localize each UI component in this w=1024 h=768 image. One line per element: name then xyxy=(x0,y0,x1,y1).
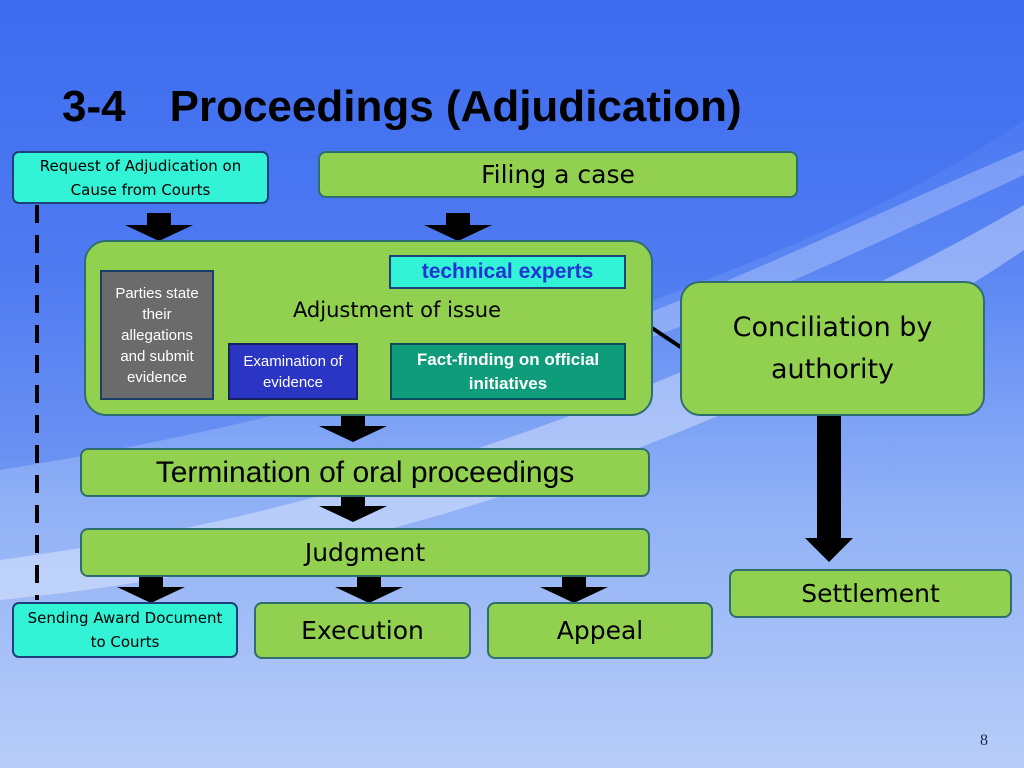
adjustment-of-issue-label: Adjustment of issue xyxy=(292,298,502,322)
examination-label: Examination of evidence xyxy=(243,352,343,391)
fact-finding-box: Fact-finding on official initiatives xyxy=(390,343,626,400)
request-adjudication-box: Request of Adjudication on Cause from Co… xyxy=(12,151,269,204)
adjustment-of-issue-label-wrap: Adjustment of issue xyxy=(262,294,532,326)
arrow-termination-down xyxy=(319,496,387,522)
termination-label: Termination of oral proceedings xyxy=(155,455,575,489)
conciliation-label: Conciliation by authority xyxy=(732,311,933,385)
parties-box: Parties state their allegations and subm… xyxy=(100,270,214,400)
sending-award-box: Sending Award Document to Courts xyxy=(12,602,238,658)
arrow-conciliation-settlement xyxy=(805,416,853,562)
execution-label: Execution xyxy=(301,616,424,645)
sending-award-label: Sending Award Document to Courts xyxy=(27,609,223,651)
conciliation-connector xyxy=(650,326,684,350)
arrow-request-down xyxy=(125,213,193,241)
fact-finding-label: Fact-finding on official initiatives xyxy=(416,349,600,393)
page-title: 3-4 Proceedings (Adjudication) xyxy=(62,82,742,131)
execution-box: Execution xyxy=(254,602,471,659)
arrow-judgment-sending xyxy=(117,577,185,603)
filing-case-label: Filing a case xyxy=(481,160,635,189)
request-adjudication-label: Request of Adjudication on Cause from Co… xyxy=(39,156,242,199)
filing-case-box: Filing a case xyxy=(318,151,798,198)
settlement-box: Settlement xyxy=(729,569,1012,618)
conciliation-box: Conciliation by authority xyxy=(680,281,985,416)
arrow-judgment-execution xyxy=(335,577,403,603)
settlement-label: Settlement xyxy=(801,579,940,608)
page-number: 8 xyxy=(980,732,988,749)
parties-label: Parties state their allegations and subm… xyxy=(115,284,199,386)
appeal-box: Appeal xyxy=(487,602,713,659)
arrow-judgment-appeal xyxy=(540,577,608,603)
appeal-label: Appeal xyxy=(556,616,644,645)
termination-box: Termination of oral proceedings xyxy=(80,448,650,497)
technical-experts-box: technical experts xyxy=(389,255,626,289)
arrow-main-down xyxy=(319,416,387,442)
judgment-label: Judgment xyxy=(304,538,426,567)
examination-box: Examination of evidence xyxy=(228,343,358,400)
arrow-filing-down xyxy=(424,213,492,241)
technical-experts-label: technical experts xyxy=(421,260,594,283)
judgment-box: Judgment xyxy=(80,528,650,577)
